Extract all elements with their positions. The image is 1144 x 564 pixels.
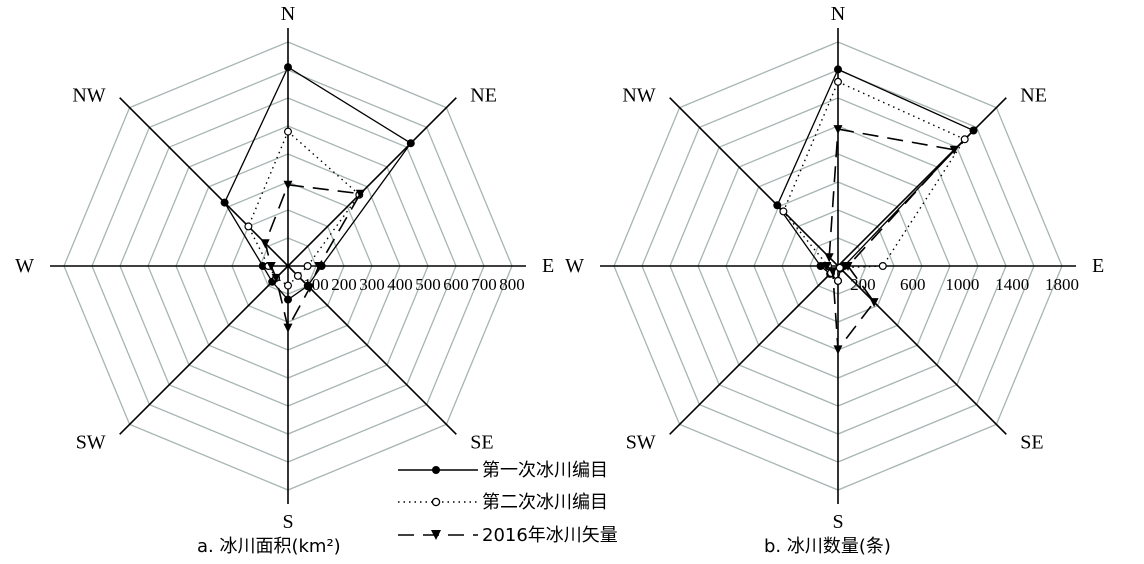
tick-label: 600: [443, 275, 469, 294]
direction-label-s: S: [282, 511, 293, 533]
data-point-third-e: [843, 262, 853, 271]
series-line-third: [825, 128, 956, 352]
data-point-first-nw: [773, 201, 782, 210]
data-point-first-s: [284, 295, 292, 304]
direction-label-nw: NW: [72, 85, 105, 107]
data-point-second-nw: [779, 207, 788, 216]
data-point-first-ne: [969, 126, 978, 135]
data-point-first-nw: [220, 198, 229, 207]
data-point-second-n: [833, 77, 842, 86]
data-point-third-ne: [949, 145, 959, 155]
tick-label: 500: [415, 275, 441, 294]
legend-item-third: 2016年冰川矢量: [398, 525, 618, 546]
direction-label-e: E: [1092, 255, 1104, 277]
axis-nw: [119, 97, 289, 267]
tick-label: 1400: [995, 275, 1029, 294]
axis-se: [287, 265, 457, 435]
series-first: [773, 65, 978, 285]
data-point-third-e: [314, 262, 324, 271]
axis-ne: [837, 97, 1007, 267]
caption-count: b. 冰川数量(条): [764, 536, 891, 557]
tick-label: 200: [850, 275, 876, 294]
direction-label-nw: NW: [622, 85, 655, 107]
direction-label-se: SE: [1020, 431, 1043, 453]
series-line-first: [776, 68, 975, 283]
axis-sw: [119, 265, 289, 435]
data-point-third-se: [305, 283, 315, 293]
direction-label-n: N: [831, 3, 845, 25]
axis-sw: [669, 265, 839, 435]
data-point-first-ne: [406, 139, 415, 148]
radar-chart-count: N NE E SE S SW W NW 200 600 1000 1400 1800: [565, 3, 1104, 533]
data-point-second-se: [293, 271, 302, 280]
tick-label: 1000: [945, 275, 979, 294]
data-point-third-se: [869, 298, 879, 308]
tick-label: 300: [359, 275, 385, 294]
data-point-second-nw: [244, 222, 253, 231]
legend-item-second: 第二次冰川编目: [398, 492, 608, 513]
legend: 第一次冰川编目 第二次冰川编目 2016年冰川矢量: [398, 460, 618, 546]
axis-ne: [287, 97, 457, 267]
data-point-third-w: [822, 262, 832, 271]
direction-label-s: S: [832, 511, 843, 533]
data-point-second-e: [878, 262, 887, 271]
direction-label-w: W: [565, 255, 584, 277]
tick-label: 700: [471, 275, 497, 294]
axis-nw: [669, 97, 839, 267]
data-point-third-nw: [824, 253, 834, 263]
data-point-third-w: [266, 262, 276, 271]
data-point-first-w: [816, 262, 825, 270]
data-point-third-nw: [260, 239, 270, 249]
direction-label-n: N: [281, 3, 295, 25]
series-third: [260, 180, 365, 333]
data-point-third-ne: [355, 189, 365, 199]
tick-label: 200: [331, 275, 357, 294]
direction-label-w: W: [15, 255, 34, 277]
direction-label-sw: SW: [626, 431, 656, 453]
data-point-third-sw: [271, 273, 281, 283]
data-point-third-sw: [828, 267, 838, 277]
legend-label-first: 第一次冰川编目: [482, 460, 608, 481]
data-point-second-n: [284, 127, 293, 136]
legend-marker-third: [431, 530, 441, 540]
data-point-second-s: [284, 281, 293, 290]
data-point-second-ne: [960, 135, 969, 144]
data-point-third-s: [283, 323, 293, 333]
caption-area: a. 冰川面积(km²): [197, 536, 341, 557]
data-point-first-n: [834, 65, 842, 74]
tick-label: 400: [387, 275, 413, 294]
tick-label: 600: [900, 275, 926, 294]
data-point-third-n: [283, 180, 293, 190]
legend-item-first: 第一次冰川编目: [398, 460, 608, 481]
legend-marker-first: [432, 466, 440, 474]
series-second: [779, 77, 969, 285]
data-point-first-w: [258, 262, 267, 270]
direction-label-ne: NE: [470, 85, 497, 107]
data-point-second-e: [303, 262, 312, 271]
legend-label-third: 2016年冰川矢量: [482, 525, 618, 546]
data-point-third-n: [833, 125, 843, 135]
data-point-first-n: [284, 63, 292, 72]
data-point-second-s: [833, 276, 842, 285]
legend-label-second: 第二次冰川编目: [482, 492, 608, 513]
series-third: [822, 125, 959, 355]
data-point-third-s: [833, 345, 843, 355]
tick-label: 1800: [1045, 275, 1079, 294]
direction-label-ne: NE: [1020, 85, 1047, 107]
data-point-second-se: [835, 263, 844, 272]
tick-label: 800: [499, 275, 525, 294]
legend-marker-second: [431, 497, 441, 507]
axis-se: [837, 265, 1007, 435]
direction-label-se: SE: [470, 431, 493, 453]
direction-label-sw: SW: [76, 431, 106, 453]
direction-label-e: E: [542, 255, 554, 277]
